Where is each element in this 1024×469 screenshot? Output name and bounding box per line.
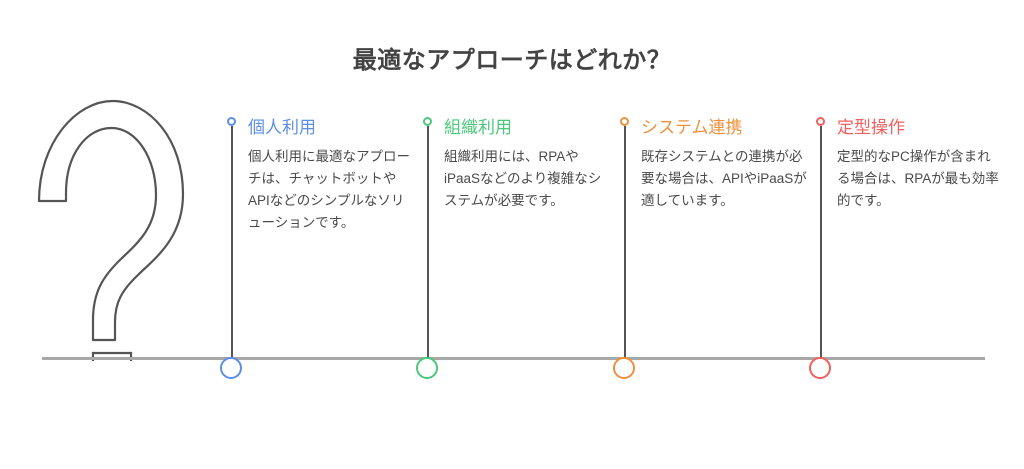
step-connector-line: [820, 126, 822, 366]
page-title: 最適なアプローチはどれか？: [352, 47, 672, 74]
step-heading: 定型操作: [837, 118, 905, 137]
step-description: 定型的なPC操作が含まれる場合は、RPAが最も効率的です。: [837, 149, 999, 208]
step-heading: 個人利用: [248, 118, 316, 137]
step-connector-line: [231, 126, 233, 366]
step-connector-line: [624, 126, 626, 366]
step-axis-marker-icon: [220, 357, 242, 379]
step-heading: システム連携: [641, 118, 743, 137]
question-mark-icon: [36, 96, 186, 369]
step-heading: 組織利用: [444, 118, 512, 137]
step-axis-marker-icon: [809, 357, 831, 379]
step-description: 個人利用に最適なアプローチは、チャットボットやAPIなどのシンプルなソリューショ…: [248, 149, 410, 230]
step-top-marker-icon: [619, 117, 629, 126]
timeline-baseline: [42, 357, 985, 360]
step-axis-marker-icon: [613, 357, 635, 379]
step-axis-marker-icon: [416, 357, 438, 379]
step-top-marker-icon: [815, 117, 825, 126]
step-description: 組織利用には、RPAやiPaaSなどのより複雑なシステムが必要です。: [444, 149, 602, 208]
step-top-marker-icon: [226, 117, 236, 126]
step-connector-line: [427, 126, 429, 366]
step-description: 既存システムとの連携が必要な場合は、APIやiPaaSが適しています。: [641, 149, 807, 208]
step-top-marker-icon: [422, 117, 432, 126]
